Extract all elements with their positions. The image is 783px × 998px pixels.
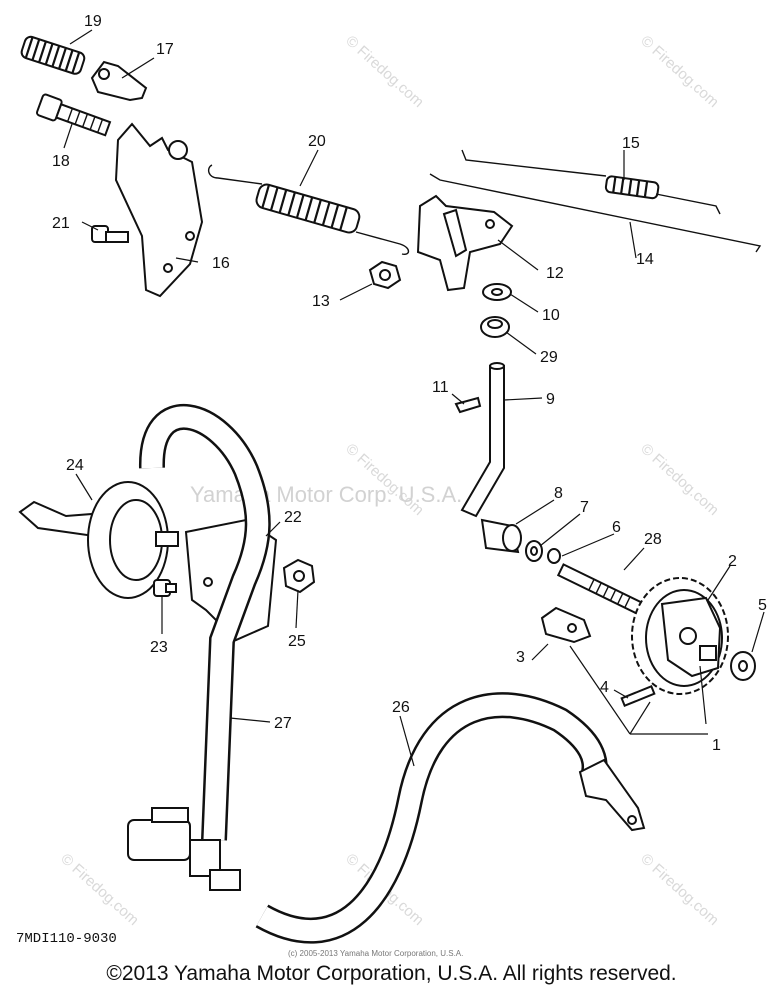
- solenoid-valve: [127, 807, 241, 891]
- watermark-tile: © Firedog.com: [637, 850, 722, 929]
- part-19-spring: [20, 35, 86, 75]
- part-23-bolt: [153, 579, 177, 597]
- part-25-nut: [282, 558, 316, 594]
- callout-7: 7: [580, 499, 589, 516]
- callout-8: 8: [554, 485, 563, 502]
- callout-14: 14: [636, 251, 654, 268]
- callout-19: 19: [84, 13, 102, 30]
- part-13-nut: [368, 260, 402, 290]
- callout-22: 22: [284, 509, 302, 526]
- watermark-tile: © Firedog.com: [637, 440, 722, 519]
- center-watermark: Yamaha Motor Corp. U.S.A.: [190, 482, 462, 507]
- part-15-spring: [461, 149, 721, 215]
- callout-16: 16: [212, 255, 230, 272]
- part-20-spring: [207, 164, 410, 256]
- part-11-pin: [454, 396, 482, 414]
- callout-13: 13: [312, 293, 330, 310]
- part-24-diaphragm: [18, 481, 179, 599]
- part-10-washer: [482, 283, 512, 301]
- part-7-washer: [525, 540, 543, 562]
- callout-3: 3: [516, 649, 525, 666]
- part-28-stud: [556, 563, 648, 617]
- watermark-tile: © Firedog.com: [57, 850, 142, 929]
- callout-11: 11: [432, 379, 449, 396]
- callout-12: 12: [546, 265, 564, 282]
- hose-fitting: [578, 758, 646, 832]
- part-14-rod: [429, 173, 762, 253]
- callout-9: 9: [546, 391, 555, 408]
- callout-17: 17: [156, 41, 174, 58]
- part-16-bracket: [114, 122, 204, 298]
- part-17-bracket: [90, 60, 148, 102]
- part-21-bolt: [91, 225, 129, 243]
- footer-copyright: ©2013 Yamaha Motor Corporation, U.S.A. A…: [106, 962, 677, 985]
- part-4-pin: [620, 684, 656, 708]
- part-29-bushing: [480, 316, 510, 338]
- callout-10: 10: [542, 307, 560, 324]
- callout-5: 5: [758, 597, 767, 614]
- callout-26: 26: [392, 699, 410, 716]
- part-12-lever: [416, 194, 514, 292]
- callout-23: 23: [150, 639, 168, 656]
- part-18-bolt: [36, 93, 112, 137]
- part-3-clip: [540, 606, 592, 644]
- part-2-governor-gear: [631, 577, 729, 695]
- callout-25: 25: [288, 633, 306, 650]
- callout-24: 24: [66, 457, 84, 474]
- callout-2: 2: [728, 553, 737, 570]
- callout-6: 6: [612, 519, 621, 536]
- part-9-shaft: [460, 362, 505, 518]
- leader-lines: [63, 29, 765, 767]
- callout-29: 29: [540, 349, 558, 366]
- callout-27: 27: [274, 715, 292, 732]
- part-26-hose: [255, 692, 608, 944]
- callout-28: 28: [644, 531, 662, 548]
- callout-4: 4: [600, 679, 609, 696]
- watermark-tile: © Firedog.com: [637, 32, 722, 111]
- callout-numbers: 19 17 18 21 16 20 15 14 12 13 10 29 11 9…: [52, 13, 767, 754]
- small-copyright: (c) 2005-2013 Yamaha Motor Corporation, …: [288, 949, 463, 958]
- watermark-tile: © Firedog.com: [342, 32, 427, 111]
- callout-20: 20: [308, 133, 326, 150]
- part-8-collar: [480, 518, 522, 554]
- part-27-hose: [138, 404, 271, 841]
- part-6-circlip: [547, 548, 561, 564]
- callout-15: 15: [622, 135, 640, 152]
- watermark-tile: © Firedog.com: [342, 440, 427, 519]
- diagram-part-code: 7MDI110-9030: [16, 931, 117, 947]
- callout-21: 21: [52, 215, 70, 232]
- callout-1: 1: [712, 737, 721, 754]
- part-5-washer: [730, 651, 756, 681]
- callout-18: 18: [52, 153, 70, 170]
